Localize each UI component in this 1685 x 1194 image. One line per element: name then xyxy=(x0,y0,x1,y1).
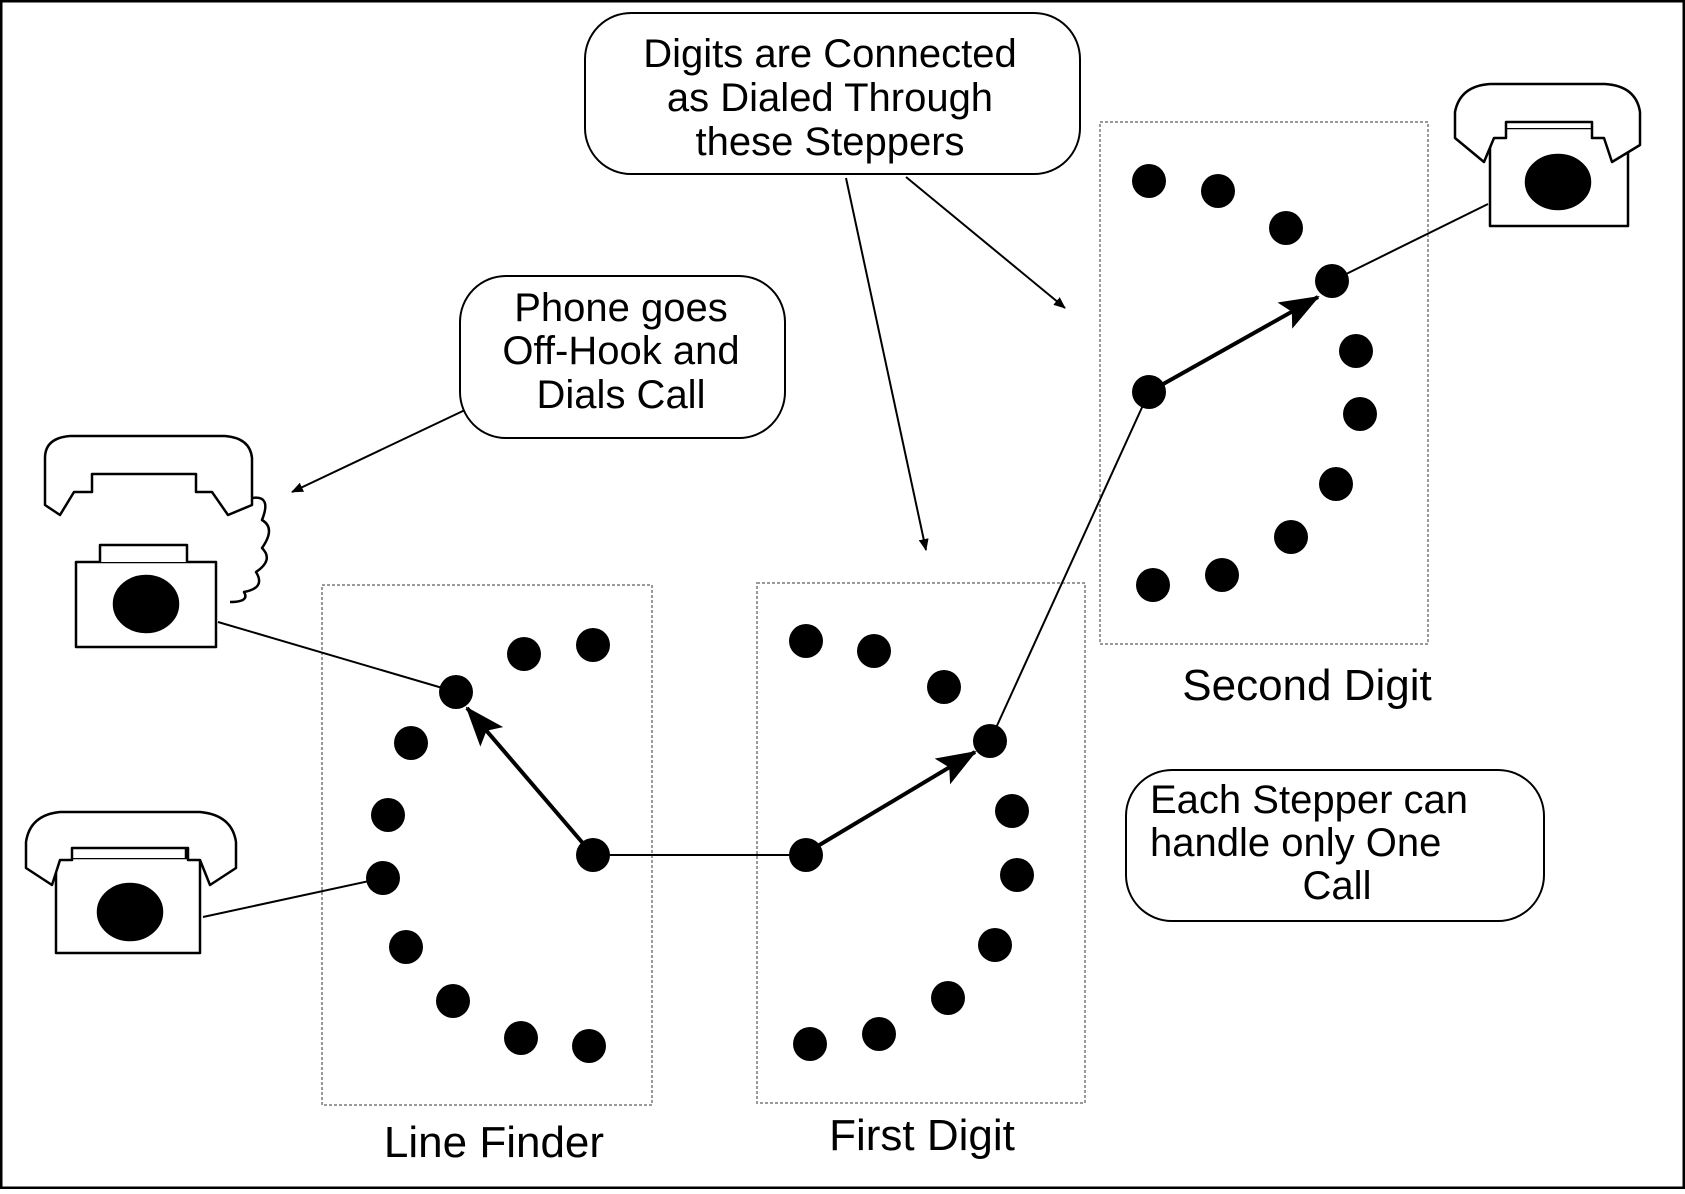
idle-phone-to-line-finder-line xyxy=(202,877,384,918)
first-digit-contact xyxy=(862,1017,896,1051)
first-digit-contact xyxy=(995,794,1029,828)
first-digit-contact xyxy=(931,981,965,1015)
line-finder-contact xyxy=(389,930,423,964)
first-digit-contact xyxy=(978,928,1012,962)
telephone-off-hook-icon xyxy=(43,434,271,649)
phone-base-top xyxy=(98,543,189,562)
telephone-receiving-icon xyxy=(1453,82,1642,228)
first-digit-contact xyxy=(1000,858,1034,892)
each-stepper-callout-line-1: Each Stepper can xyxy=(1150,778,1468,822)
digits-connected-callout-line-2: as Dialed Through xyxy=(667,76,993,120)
first-digit-wiper-arrow xyxy=(804,750,977,855)
phone-off-hook-callout-line-3: Dials Call xyxy=(537,373,706,417)
off-hook-phone-to-line-finder-line xyxy=(217,621,457,693)
first-digit-box xyxy=(756,582,1086,1104)
line-finder-contact xyxy=(576,628,610,662)
lifted-handset xyxy=(43,434,254,517)
phone-off-hook-callout-line-2: Off-Hook and xyxy=(502,329,739,373)
line-finder-contact xyxy=(572,1029,606,1063)
rotary-dial xyxy=(112,574,180,634)
cradled-handset xyxy=(24,810,238,887)
first-digit-to-second-digit-line xyxy=(989,391,1150,742)
first-digit-contact xyxy=(857,634,891,668)
wiper-arrows xyxy=(465,295,1320,857)
second-digit-contact xyxy=(1274,520,1308,554)
second-digit-contact xyxy=(1132,164,1166,198)
second-digit-contact xyxy=(1136,568,1170,602)
digits-callout-pointer-second xyxy=(905,176,1066,309)
line-finder-contact xyxy=(394,726,428,760)
second-digit-to-receiving-phone-line xyxy=(1331,203,1489,282)
phone-off-hook-callout xyxy=(459,275,786,439)
line-finder-wiper-arrow xyxy=(465,706,595,857)
digits-connected-callout xyxy=(584,12,1081,175)
second-digit-contact xyxy=(1339,334,1373,368)
digits-connected-callout-line-3: these Steppers xyxy=(695,120,964,164)
rotary-dial xyxy=(96,882,164,942)
second-digit-wiper-arrow xyxy=(1148,295,1320,394)
second-digit-contact xyxy=(1205,558,1239,592)
second-digit-contact xyxy=(1269,211,1303,245)
first-digit-contact xyxy=(927,670,961,704)
line-finder-contact xyxy=(504,1021,538,1055)
line-finder-box xyxy=(321,584,653,1106)
second-digit-label: Second Digit xyxy=(1182,661,1431,710)
line-finder-contact xyxy=(507,637,541,671)
line-finder-label: Line Finder xyxy=(384,1118,604,1167)
rotary-dial xyxy=(1524,153,1592,211)
first-digit-label: First Digit xyxy=(829,1111,1015,1160)
connection-lines xyxy=(202,203,1489,918)
line-finder-contact xyxy=(371,798,405,832)
second-digit-contact xyxy=(1201,174,1235,208)
line-finder-contact xyxy=(436,984,470,1018)
each-stepper-callout xyxy=(1125,769,1545,922)
handset-cord xyxy=(229,496,271,604)
callout-pointers xyxy=(291,176,1066,551)
telephone-idle-icon xyxy=(24,810,238,955)
first-digit-contact xyxy=(789,624,823,658)
each-stepper-callout-line-2: handle only One xyxy=(1150,821,1441,865)
each-stepper-callout-line-3: Call xyxy=(1303,864,1372,908)
off-hook-callout-pointer xyxy=(291,409,466,493)
second-digit-contact xyxy=(1319,467,1353,501)
digits-connected-callout-line-1: Digits are Connected xyxy=(643,32,1017,76)
phone-off-hook-callout-line-1: Phone goes xyxy=(514,286,728,330)
second-digit-contact xyxy=(1343,397,1377,431)
digits-callout-pointer-first xyxy=(845,177,929,551)
cradled-handset xyxy=(1453,82,1642,164)
first-digit-contact xyxy=(793,1027,827,1061)
